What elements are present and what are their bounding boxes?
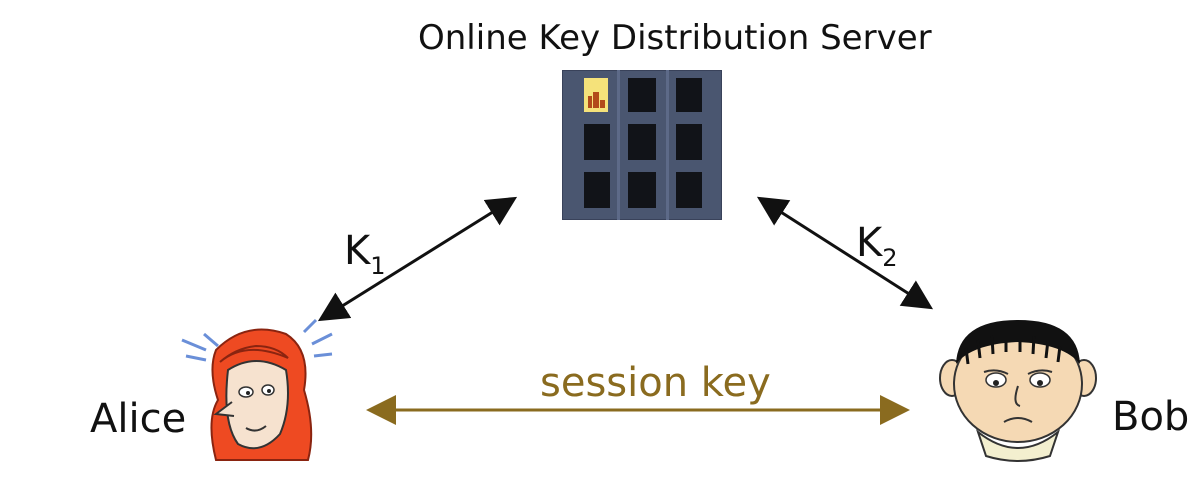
k1-letter: K (344, 228, 371, 274)
k1-subscript: 1 (370, 252, 386, 280)
diagram-title: Online Key Distribution Server (418, 18, 932, 58)
alice-label: Alice (90, 396, 187, 442)
title-rest: Key Distribution Server (527, 18, 932, 58)
bob-label: Bob (1112, 394, 1190, 440)
k1-arrow (317, 196, 518, 322)
k2-letter: K (856, 220, 883, 266)
k2-subscript: 2 (882, 244, 898, 272)
building-icon (562, 70, 722, 220)
k2-arrow (756, 196, 934, 310)
k2-label: K2 (856, 220, 898, 272)
session-key-label: session key (540, 360, 771, 406)
title-online: Online (418, 18, 528, 58)
alice-icon (181, 318, 333, 461)
bob-icon (939, 320, 1097, 462)
k1-label: K1 (344, 228, 386, 280)
